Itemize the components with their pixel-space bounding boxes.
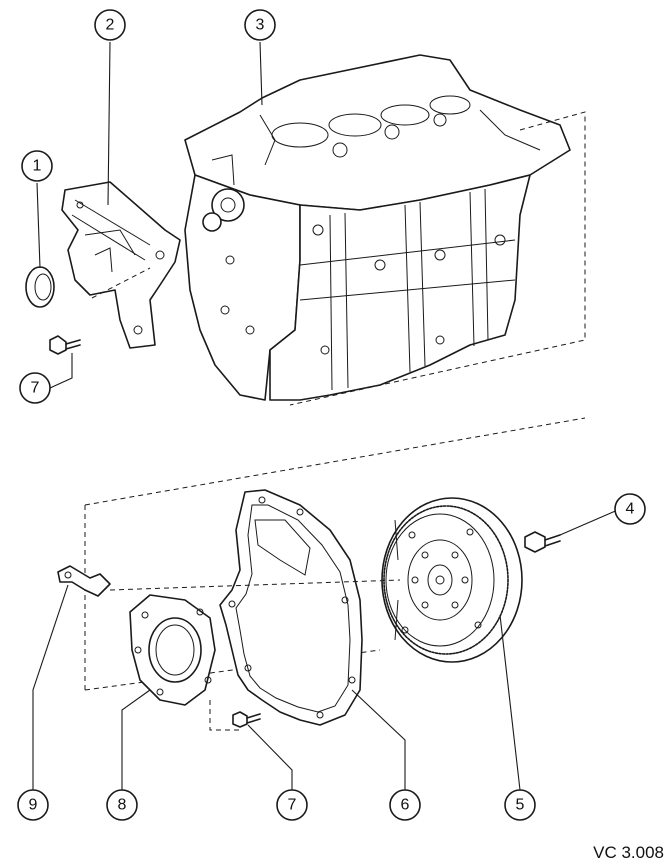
engine-adapter-plate [219,489,363,726]
callout-7-upper: 7 [19,372,51,404]
svg-text:5: 5 [516,797,525,814]
callout-3: 3 [244,9,276,41]
callout-2: 2 [94,9,126,41]
callout-1: 1 [21,150,53,182]
callout-6: 6 [389,789,421,821]
plate-bolt [232,711,261,728]
front-oil-seal [25,266,55,308]
reference-code: VC 3.008 [593,843,664,862]
svg-text:3: 3 [256,17,265,34]
bracket-bolt [49,335,81,355]
svg-text:2: 2 [106,17,115,34]
callout-9: 9 [17,789,49,821]
svg-text:7: 7 [31,380,40,397]
callout-5: 5 [504,789,536,821]
callout-4: 4 [614,493,646,525]
svg-text:9: 9 [29,797,38,814]
rear-oil-seal-housing [129,594,216,706]
svg-text:7: 7 [288,797,297,814]
flywheel [381,497,523,663]
engine-block [184,54,571,401]
svg-text:1: 1 [33,158,42,175]
front-cover-bracket [61,181,181,349]
svg-text:4: 4 [626,501,635,518]
svg-text:8: 8 [118,797,127,814]
callout-7-lower: 7 [276,789,308,821]
callout-8: 8 [106,789,138,821]
crankshaft-position-sensor [57,565,111,597]
leader-lines [32,41,621,791]
svg-text:6: 6 [401,797,410,814]
flywheel-bolt [524,531,561,553]
